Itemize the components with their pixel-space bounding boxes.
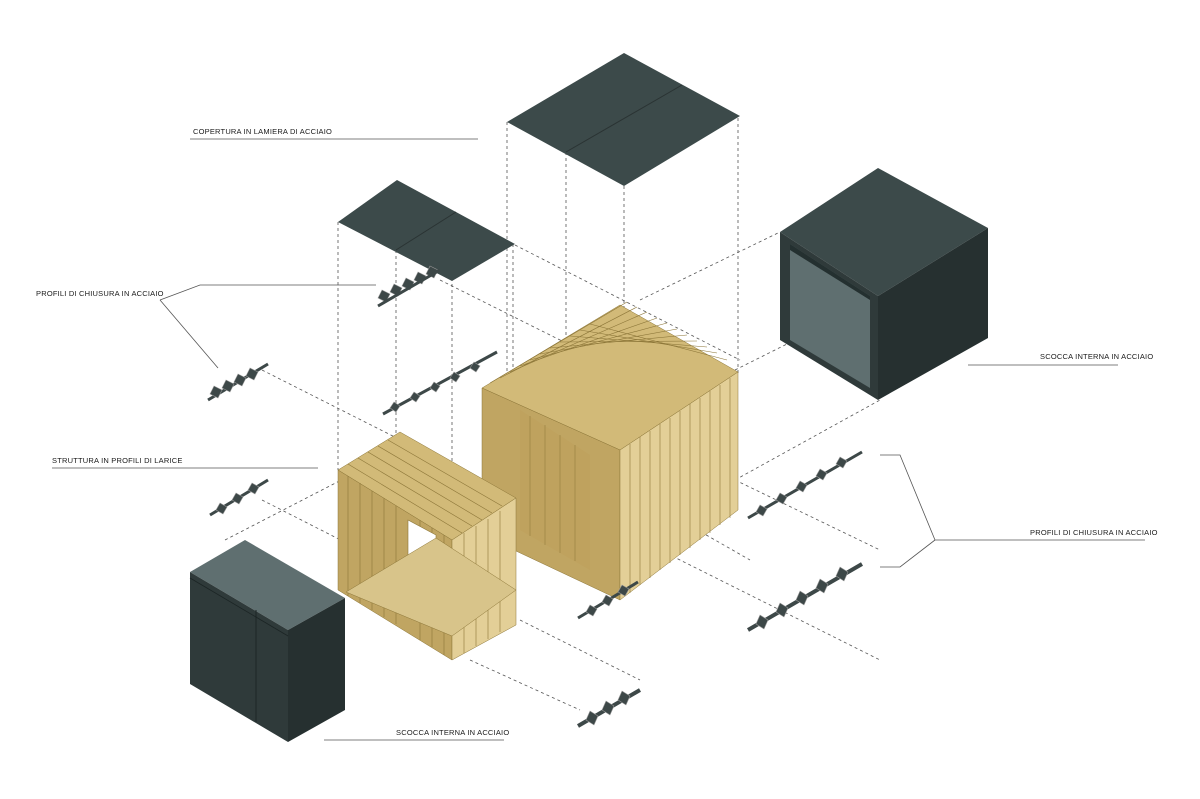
profile-strip-7	[577, 580, 639, 620]
leader-lines	[52, 138, 1145, 741]
label-shell-bottom: SCOCCA INTERNA IN ACCIAIO	[396, 728, 510, 737]
profile-strip-4	[209, 478, 269, 517]
steel-shell-bottom	[189, 540, 345, 742]
roof-sheet-large	[507, 53, 740, 186]
label-structure: STRUTTURA IN PROFILI DI LARICE	[52, 456, 183, 465]
profile-strip-5	[747, 450, 863, 520]
label-roof: COPERTURA IN LAMIERA DI ACCIAIO	[193, 127, 333, 136]
label-profiles-right: PROFILI DI CHIUSURA IN ACCIAIO	[1030, 528, 1158, 537]
larch-frame-large	[481, 301, 739, 601]
larch-frame-small	[337, 431, 517, 661]
profile-strip-1	[377, 265, 441, 308]
larch-slats-top	[489, 301, 728, 384]
profile-strip-2	[207, 362, 269, 402]
steel-shell-right	[780, 168, 988, 400]
larch-slats-front	[629, 378, 731, 593]
profile-strip-8	[576, 688, 642, 728]
roof-sheet-small	[338, 180, 515, 281]
steel-profiles	[207, 265, 864, 728]
profile-strip-6	[746, 562, 864, 632]
label-profiles-left: PROFILI DI CHIUSURA IN ACCIAIO	[36, 289, 164, 298]
profile-strip-3	[382, 350, 498, 416]
label-shell-right: SCOCCA INTERNA IN ACCIAIO	[1040, 352, 1154, 361]
